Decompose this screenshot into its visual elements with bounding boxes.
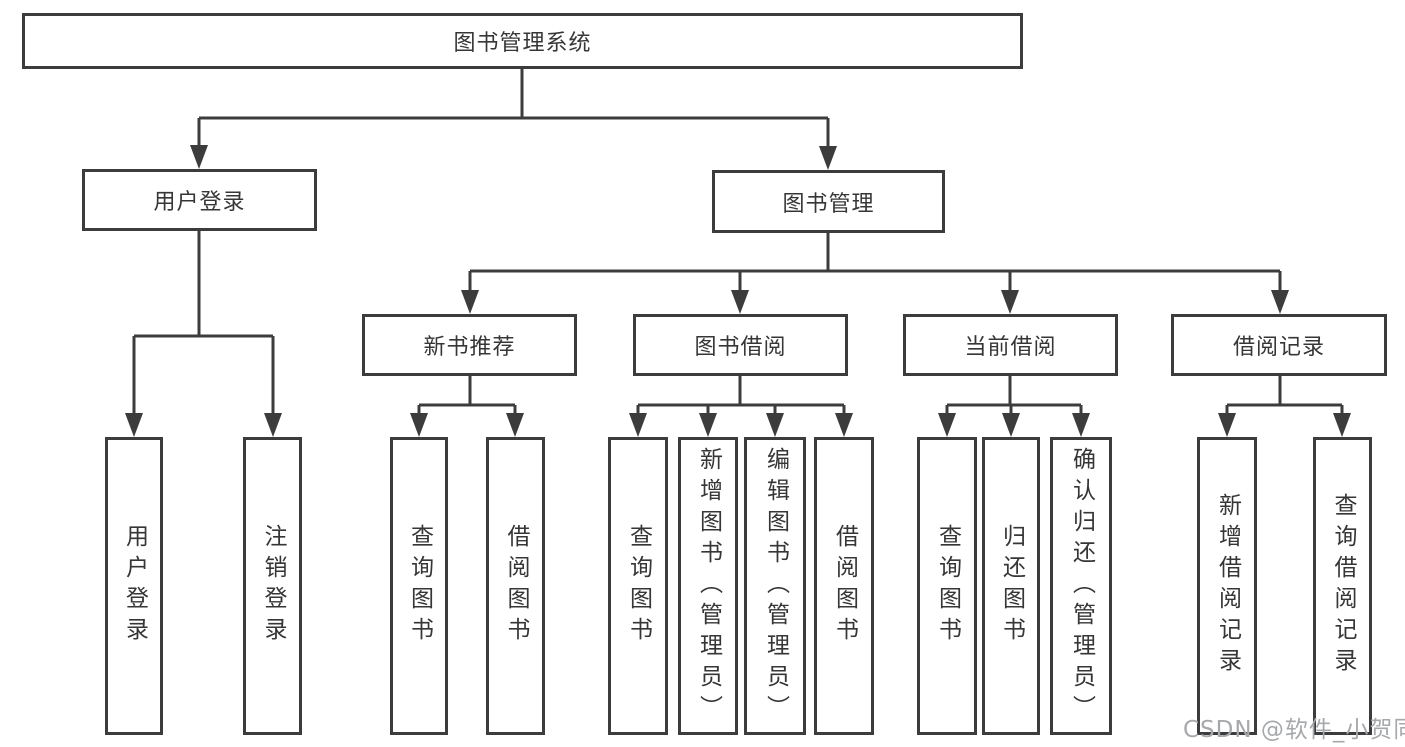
leaf-logout-login: 注销登录 — [243, 437, 302, 735]
node-root: 图书管理系统 — [22, 13, 1023, 69]
node-book-borrow-label: 图书借阅 — [694, 335, 787, 360]
leaf-confirm-return-admin: 确认归还（管理员） — [1050, 437, 1112, 735]
leaf-query-books-3: 查询图书 — [917, 437, 977, 735]
leaf-query-books-3-label: 查询图书 — [934, 524, 961, 648]
node-book-management-label: 图书管理 — [782, 191, 875, 217]
leaf-edit-books-admin: 编辑图书（管理员） — [744, 437, 806, 735]
node-new-book-recommend-label: 新书推荐 — [423, 335, 516, 360]
leaf-borrow-books-1: 借阅图书 — [486, 437, 545, 735]
leaf-query-books-1: 查询图书 — [390, 437, 448, 735]
csdn-watermark: CSDN @软件_小贺同学 — [1183, 717, 1405, 743]
leaf-user-login-label: 用户登录 — [121, 524, 148, 648]
leaf-borrow-books-2-label: 借阅图书 — [831, 524, 858, 648]
leaf-add-borrow-record: 新增借阅记录 — [1197, 437, 1257, 735]
node-new-book-recommend: 新书推荐 — [362, 314, 577, 376]
leaf-confirm-return-admin-label: 确认归还（管理员） — [1068, 446, 1095, 726]
node-root-label: 图书管理系统 — [453, 31, 592, 56]
node-current-borrow-label: 当前借阅 — [964, 335, 1057, 360]
leaf-return-books-label: 归还图书 — [998, 524, 1025, 648]
leaf-add-books-admin-label: 新增图书（管理员） — [695, 446, 722, 726]
leaf-add-books-admin: 新增图书（管理员） — [678, 437, 738, 735]
node-book-management: 图书管理 — [712, 170, 945, 233]
node-book-borrow: 图书借阅 — [633, 314, 848, 376]
leaf-query-books-2: 查询图书 — [608, 437, 668, 735]
node-current-borrow: 当前借阅 — [903, 314, 1118, 376]
arrowheads — [125, 145, 1351, 437]
node-user-login: 用户登录 — [82, 169, 317, 231]
node-borrow-records: 借阅记录 — [1171, 314, 1387, 376]
leaf-add-borrow-record-label: 新增借阅记录 — [1214, 493, 1241, 679]
leaf-user-login: 用户登录 — [105, 437, 163, 735]
node-borrow-records-label: 借阅记录 — [1232, 335, 1325, 360]
leaf-query-books-2-label: 查询图书 — [625, 524, 652, 648]
leaf-query-books-1-label: 查询图书 — [406, 524, 433, 648]
leaf-edit-books-admin-label: 编辑图书（管理员） — [762, 446, 789, 726]
leaf-return-books: 归还图书 — [982, 437, 1040, 735]
leaf-borrow-books-2: 借阅图书 — [814, 437, 874, 735]
leaf-query-borrow-record-label: 查询借阅记录 — [1330, 493, 1356, 679]
leaf-query-borrow-record: 查询借阅记录 — [1313, 437, 1372, 735]
leaf-borrow-books-1-label: 借阅图书 — [503, 524, 529, 648]
node-user-login-label: 用户登录 — [153, 190, 246, 215]
leaf-logout-login-label: 注销登录 — [260, 524, 286, 648]
